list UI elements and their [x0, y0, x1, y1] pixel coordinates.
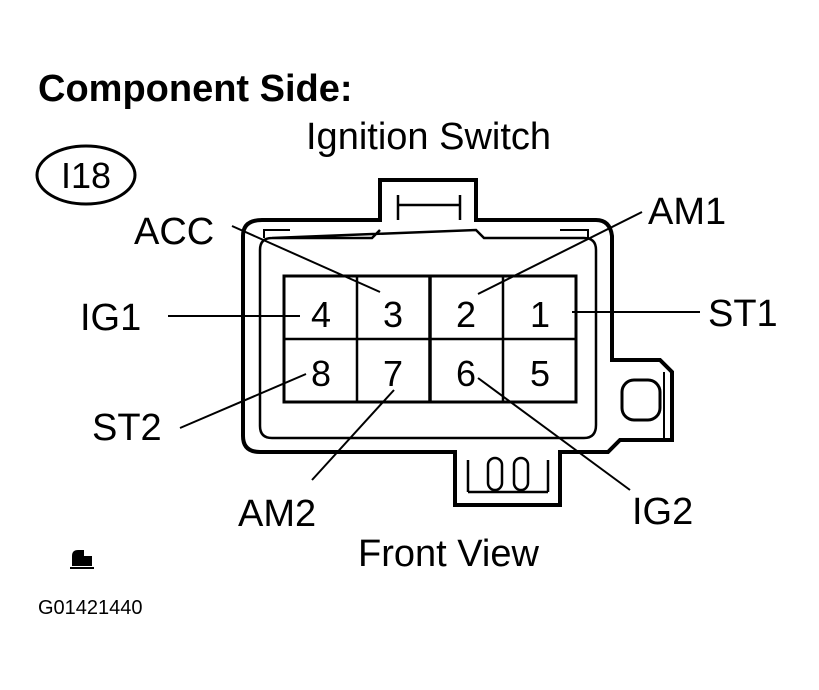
- terminal-label-ig2: IG2: [632, 491, 693, 533]
- connector-housing-inner: [258, 228, 598, 440]
- terminal-label-ig1: IG1: [80, 297, 141, 339]
- terminal-label-st1: ST1: [708, 293, 778, 335]
- side-latch: [620, 378, 662, 422]
- pin-number-2: 2: [456, 294, 476, 335]
- pin-number-7: 7: [383, 353, 403, 394]
- leader-st2: [179, 373, 307, 429]
- leader-ig2: [477, 377, 631, 491]
- pin-number-1: 1: [530, 294, 550, 335]
- connector-id: I18: [61, 155, 111, 196]
- connector-id-ellipse: [35, 144, 137, 206]
- leader-acc: [231, 225, 381, 293]
- leader-am2: [311, 389, 395, 481]
- terminal-label-st2: ST2: [92, 407, 162, 449]
- view-caption: Front View: [358, 533, 539, 575]
- pin-number-3: 3: [383, 294, 403, 335]
- pin-number-8: 8: [311, 353, 331, 394]
- bottom-slot-right: [512, 456, 530, 492]
- pin-number-6: 6: [456, 353, 476, 394]
- bottom-latch: [466, 460, 550, 494]
- terminal-label-acc: ACC: [134, 211, 214, 253]
- terminal-label-am2: AM2: [238, 493, 316, 535]
- connector-name: Ignition Switch: [306, 116, 552, 158]
- figure-code: G01421440: [38, 597, 143, 619]
- top-key: [396, 195, 462, 220]
- pin-number-4: 4: [311, 294, 331, 335]
- connector-icon: [70, 550, 94, 569]
- bottom-slot-left: [486, 456, 504, 492]
- pin-number-5: 5: [530, 353, 550, 394]
- leader-am1: [477, 211, 643, 295]
- terminal-label-am1: AM1: [648, 191, 726, 233]
- page-title: Component Side:: [38, 68, 353, 110]
- shoulder-tabs: [263, 229, 589, 238]
